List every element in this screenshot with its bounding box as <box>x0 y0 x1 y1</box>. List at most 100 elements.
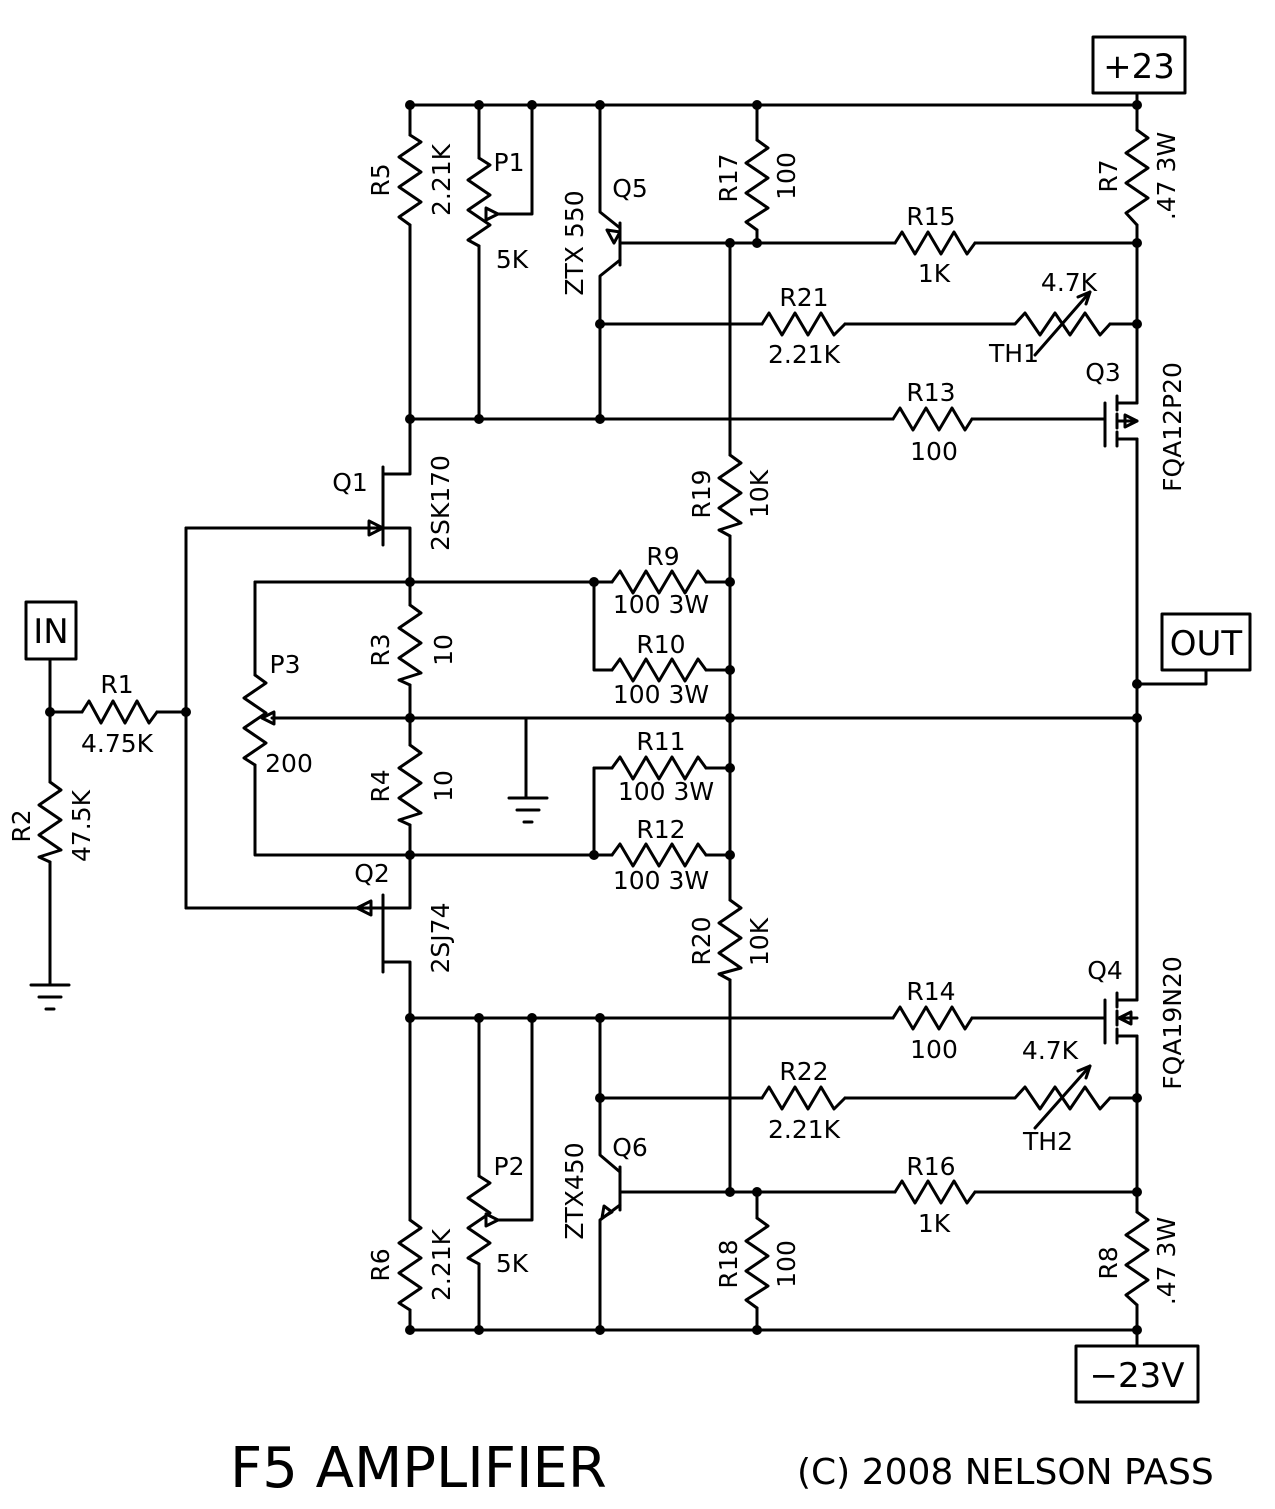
q1-ref: Q1 <box>332 468 368 497</box>
r6-body <box>397 1218 423 1312</box>
r10-ref: R10 <box>636 630 685 659</box>
r3-ref: R3 <box>366 633 395 666</box>
port-out-label: OUT <box>1170 624 1243 664</box>
r14-value: 100 <box>910 1035 958 1064</box>
r4-value: 10 <box>429 770 458 802</box>
r8-value: .47 3W <box>1152 1217 1181 1305</box>
r17-body <box>744 138 770 232</box>
r13-value: 100 <box>910 437 958 466</box>
p3-value: 200 <box>265 749 313 778</box>
r11-ref: R11 <box>636 727 685 756</box>
q6-ref: Q6 <box>612 1133 648 1162</box>
r11-body <box>610 755 708 781</box>
r10-value: 100 3W <box>613 680 709 709</box>
r17-ref: R17 <box>714 153 743 202</box>
r4-body <box>397 743 423 827</box>
r4-ref: R4 <box>366 769 395 802</box>
port-vneg-label: −23V <box>1089 1356 1184 1396</box>
q2-value: 2SJ74 <box>426 903 455 974</box>
q3-ref: Q3 <box>1085 358 1121 387</box>
q6-emitter-arrow <box>600 1204 614 1220</box>
r6-ref: R6 <box>366 1248 395 1281</box>
r18-ref: R18 <box>714 1239 743 1288</box>
p3-ref: P3 <box>270 650 301 679</box>
port-in-label: IN <box>33 612 68 652</box>
r16-ref: R16 <box>906 1152 955 1181</box>
th2-value: 4.7K <box>1022 1036 1079 1065</box>
copyright-notice: (C) 2008 NELSON PASS <box>797 1452 1214 1493</box>
q4-channel-arrow <box>1117 1010 1133 1026</box>
th1-ref: TH1 <box>988 339 1039 368</box>
th1-value: 4.7K <box>1041 268 1098 297</box>
q3-value: FQA12P20 <box>1158 362 1187 492</box>
labels-vertical: R5 2.21K R6 2.21K ZTX 550 ZTX450 R17 100… <box>7 132 1187 1305</box>
r7-ref: R7 <box>1094 159 1123 192</box>
p3-wiper-arrow <box>260 710 276 726</box>
r3-body <box>397 603 423 687</box>
p1-ref: P1 <box>494 148 525 177</box>
p2-body <box>466 1174 492 1266</box>
r12-value: 100 3W <box>613 866 709 895</box>
r9-body <box>610 569 708 595</box>
q4-ref: Q4 <box>1087 956 1123 985</box>
r19-value: 10K <box>745 469 774 518</box>
p2-value: 5K <box>496 1249 529 1278</box>
q5-emitter-arrow <box>605 228 622 245</box>
r9-ref: R9 <box>646 542 679 571</box>
r15-body <box>893 230 977 256</box>
labels-horizontal: R1 4.75K P1 5K P2 5K P3 200 Q5 Q6 Q1 Q2 … <box>81 148 1123 1278</box>
r8-body <box>1124 1210 1150 1307</box>
device-arrows <box>260 206 1139 1228</box>
p1-value: 5K <box>496 245 529 274</box>
p1-body <box>466 156 492 248</box>
r22-value: 2.21K <box>768 1115 841 1144</box>
port-vneg: −23V <box>1074 1344 1200 1404</box>
wires <box>29 91 1208 1348</box>
p3-body <box>242 673 268 767</box>
r13-ref: R13 <box>906 378 955 407</box>
r21-value: 2.21K <box>768 340 841 369</box>
r1-ref: R1 <box>100 670 133 699</box>
r1-body <box>80 699 159 725</box>
r15-ref: R15 <box>906 202 955 231</box>
r5-body <box>397 133 423 227</box>
r8-ref: R8 <box>1094 1246 1123 1279</box>
r16-body <box>893 1179 977 1205</box>
p2-ref: P2 <box>494 1152 525 1181</box>
r12-body <box>610 842 708 868</box>
port-vpos: +23 <box>1091 35 1187 95</box>
q3-channel-arrow <box>1123 413 1139 429</box>
r21-ref: R21 <box>779 283 828 312</box>
q6-value: ZTX450 <box>560 1142 589 1239</box>
r5-ref: R5 <box>366 163 395 196</box>
p1-wiper-arrow <box>484 206 500 222</box>
r22-body <box>760 1085 847 1111</box>
port-vpos-label: +23 <box>1103 47 1175 87</box>
r5-value: 2.21K <box>427 143 456 216</box>
r20-value: 10K <box>745 917 774 966</box>
r11-value: 100 3W <box>618 777 714 806</box>
r3-value: 10 <box>429 634 458 666</box>
r17-value: 100 <box>772 152 801 200</box>
r14-ref: R14 <box>906 977 955 1006</box>
r18-body <box>744 1216 770 1310</box>
junctions <box>45 100 1142 1335</box>
q2-gate-arrow <box>355 899 373 917</box>
th2-ref: TH2 <box>1022 1127 1073 1156</box>
r2-value: 47.5K <box>67 789 96 862</box>
r19-ref: R19 <box>687 469 716 518</box>
diagram-title: F5 AMPLIFIER <box>230 1436 607 1501</box>
q1-gate-arrow <box>367 519 385 537</box>
r19-body <box>717 453 743 538</box>
r2-ref: R2 <box>7 809 36 842</box>
r22-ref: R22 <box>779 1057 828 1086</box>
r7-body <box>1124 128 1150 227</box>
q4-value: FQA19N20 <box>1158 956 1187 1089</box>
r1-value: 4.75K <box>81 729 154 758</box>
port-out: OUT <box>1160 612 1252 672</box>
r18-value: 100 <box>772 1240 801 1288</box>
r6-value: 2.21K <box>427 1228 456 1301</box>
th2-body <box>998 1085 1112 1111</box>
r7-value: .47 3W <box>1152 132 1181 220</box>
